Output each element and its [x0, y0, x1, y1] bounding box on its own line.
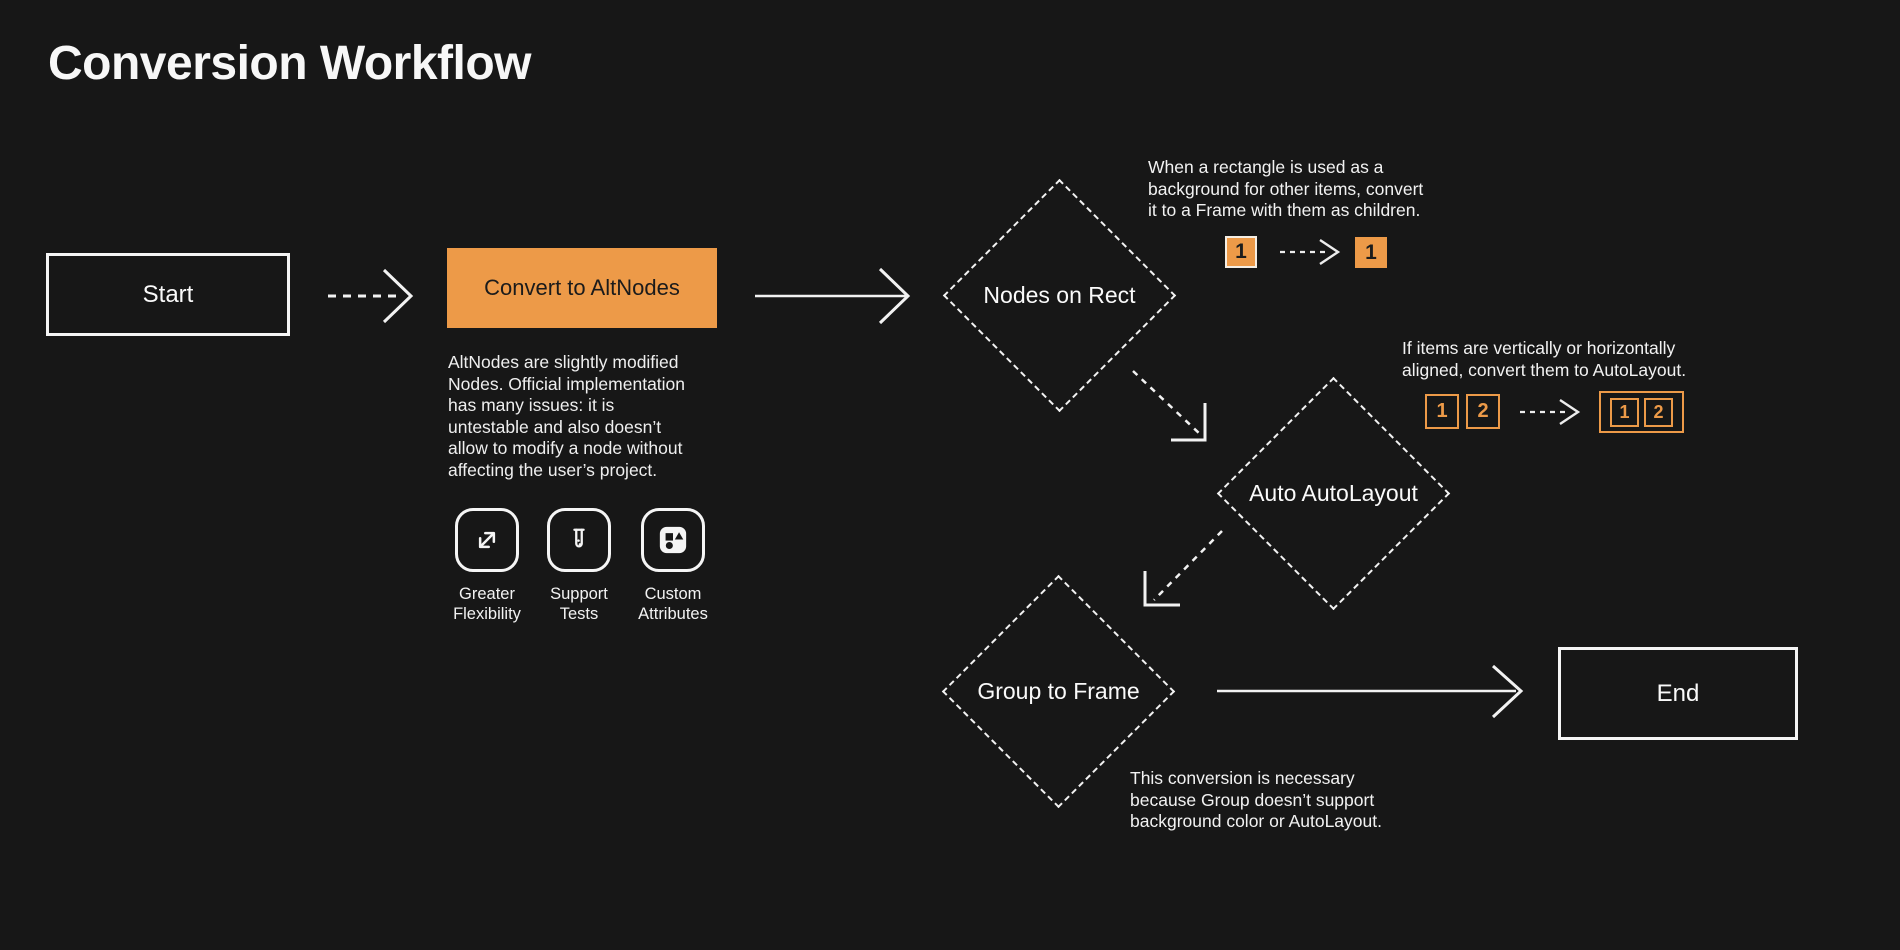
- group-to-frame-label: Group to Frame: [977, 678, 1140, 704]
- demo-rect-before: 1: [1225, 236, 1257, 268]
- arrow-start-to-convert: [328, 268, 414, 324]
- start-node: Start: [46, 253, 290, 336]
- demo-autolayout-container: 1 2: [1599, 391, 1684, 433]
- arrow-group-to-frame-to-end: [1217, 664, 1524, 719]
- end-node-label: End: [1656, 679, 1700, 707]
- nodes-on-rect-label: Nodes on Rect: [983, 282, 1136, 308]
- nodes-on-rect-note: When a rectangle is used as a background…: [1148, 157, 1424, 220]
- auto-autolayout-label: Auto AutoLayout: [1249, 480, 1418, 506]
- end-node: End: [1558, 647, 1798, 740]
- nodes-on-rect-node: Nodes on Rect: [942, 178, 1177, 413]
- feature-label: Support Tests: [550, 585, 608, 623]
- convert-to-altnodes-node: Convert to AltNodes: [447, 248, 717, 328]
- demo-item-1: 1: [1425, 394, 1459, 429]
- page-title: Conversion Workflow: [48, 37, 532, 90]
- demo-autolayout-item-2: 2: [1644, 397, 1673, 427]
- altnodes-description: AltNodes are slightly modified Nodes. Of…: [448, 352, 686, 480]
- demo-frame-after-digit: 1: [1365, 240, 1377, 264]
- demo-autolayout-item-2-digit: 2: [1653, 401, 1664, 422]
- auto-autolayout-note: If items are vertically or horizontally …: [1402, 338, 1687, 380]
- feature-support-tests: Support Tests: [531, 508, 627, 624]
- test-tube-icon: [547, 508, 611, 572]
- demo-autolayout-item-1-digit: 1: [1619, 401, 1630, 422]
- shapes-icon: [641, 508, 705, 572]
- group-to-frame-note: This conversion is necessary because Gro…: [1130, 768, 1382, 831]
- feature-greater-flexibility: Greater Flexibility: [439, 508, 535, 624]
- expand-arrows-icon: [455, 508, 519, 572]
- demo-rect-before-digit: 1: [1235, 240, 1247, 263]
- feature-custom-attributes: Custom Attributes: [625, 508, 721, 624]
- arrow-convert-to-nodes-on-rect: [755, 267, 911, 325]
- feature-label: Greater Flexibility: [453, 585, 521, 623]
- feature-label: Custom Attributes: [638, 585, 708, 623]
- demo-autolayout-arrow: [1520, 399, 1581, 425]
- demo-frame-after: 1: [1355, 237, 1387, 268]
- demo-item-2-digit: 2: [1477, 400, 1489, 422]
- arrow-auto-autolayout-to-group-to-frame: [1143, 530, 1223, 607]
- demo-item-1-digit: 1: [1436, 400, 1448, 422]
- demo-rect-arrow: [1280, 239, 1341, 265]
- convert-to-altnodes-label: Convert to AltNodes: [484, 275, 680, 300]
- demo-item-2: 2: [1466, 394, 1500, 429]
- auto-autolayout-node: Auto AutoLayout: [1216, 376, 1451, 611]
- arrow-nodes-on-rect-to-auto-autolayout: [1132, 370, 1207, 442]
- demo-autolayout-item-1: 1: [1610, 397, 1639, 427]
- start-node-label: Start: [142, 280, 194, 308]
